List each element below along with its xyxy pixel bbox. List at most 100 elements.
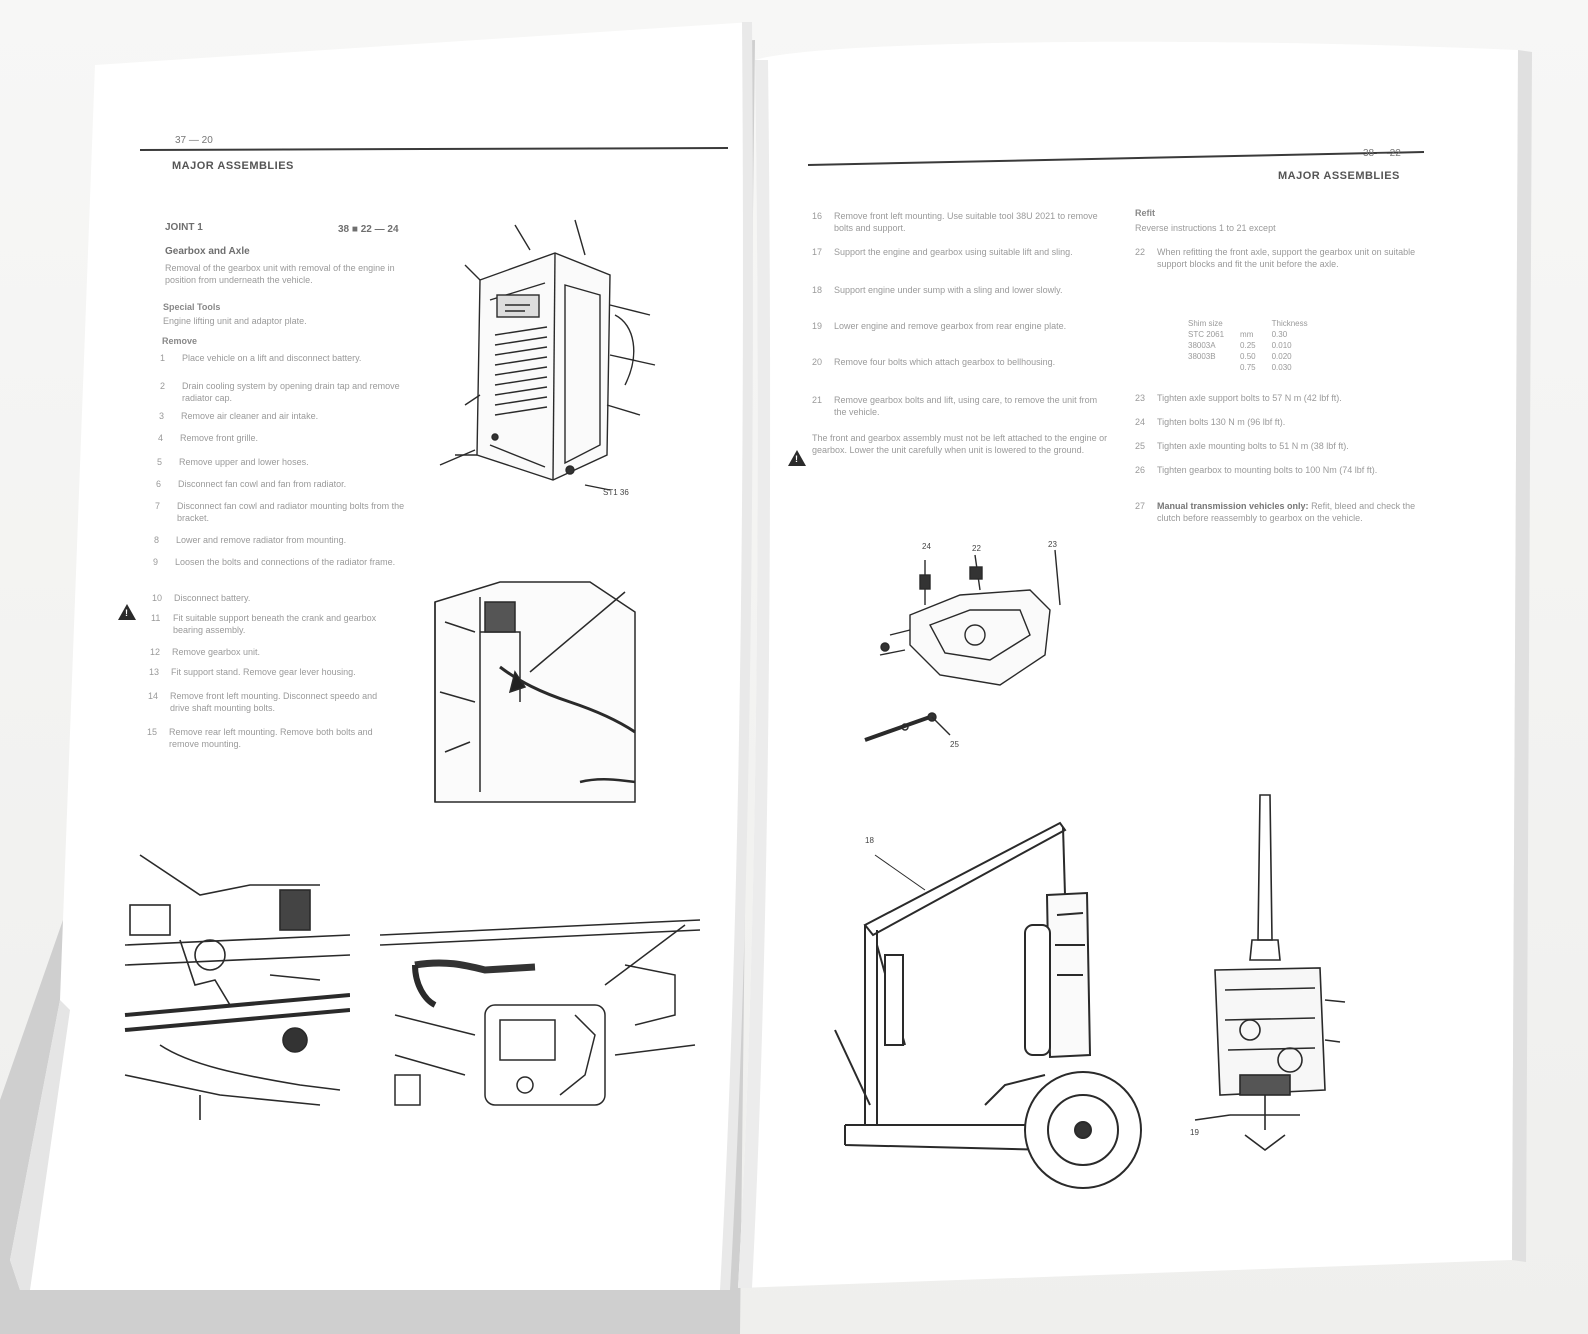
table-row: 38003A 0.25 0.010 (1180, 340, 1316, 351)
step-text: Fit support stand. Remove gear lever hou… (171, 667, 356, 677)
step-number: 25 (1135, 441, 1146, 451)
step-text: Refit, bleed and check the clutch before… (1157, 501, 1416, 523)
callout-label: 19 (1190, 1128, 1199, 1137)
step-item: 11 Fit suitable support beneath the crank… (151, 612, 401, 636)
callout-label: 24 (922, 542, 931, 551)
special-tools-text: Engine lifting unit and adaptor plate. (163, 316, 307, 326)
callout-label: 23 (1048, 540, 1057, 549)
step-text: Tighten axle mounting bolts to 51 N m (3… (1157, 441, 1349, 451)
figure-exploded-mount: 24 22 23 25 (850, 535, 1100, 755)
step-text: Remove front left mounting. Use suitable… (834, 211, 1098, 233)
table-cell: STC 2061 (1188, 330, 1225, 339)
step-number: 3 (159, 411, 165, 421)
refit-heading: Refit (1135, 208, 1155, 218)
step-item: 3 Remove air cleaner and air intake. (159, 410, 409, 422)
step-bold-text: Manual transmission vehicles only: (1157, 501, 1309, 511)
table-row: 0.75 0.030 (1180, 362, 1316, 373)
step-item: 1 Place vehicle on a lift and disconnect … (160, 352, 410, 364)
step-number: 7 (155, 501, 161, 511)
step-number: 27 (1135, 501, 1146, 511)
step-text: Tighten gearbox to mounting bolts to 100… (1157, 465, 1378, 475)
table-cell: mm (1240, 330, 1254, 339)
step-text: Remove rear left mounting. Remove both b… (169, 727, 373, 749)
step-item: 13 Fit support stand. Remove gear lever h… (149, 666, 399, 678)
step-number: 13 (149, 667, 160, 677)
step-number: 20 (812, 357, 823, 367)
table-cell: 0.75 (1240, 363, 1256, 372)
step-item: 19 Lower engine and remove gearbox from r… (812, 320, 1112, 332)
section-ref: 38 ■ 22 — 24 (338, 224, 399, 235)
section-intro: Removal of the gearbox unit with removal… (165, 263, 395, 285)
step-text: Remove four bolts which attach gearbox t… (834, 357, 1056, 367)
step-text: Lower engine and remove gearbox from rea… (834, 321, 1067, 331)
step-number: 26 (1135, 465, 1146, 475)
step-number: 10 (152, 593, 163, 603)
table-row: 38003B 0.50 0.020 (1180, 351, 1316, 362)
step-number: 19 (812, 321, 823, 331)
step-number: 2 (160, 381, 166, 391)
table-row: STC 2061 mm 0.30 (1180, 329, 1316, 340)
left-page: 37 — 20 MAJOR ASSEMBLIES JOINT 1 38 ■ 22… (0, 0, 800, 1334)
shim-table: Shim size Thickness STC 2061 mm 0.30 380… (1180, 318, 1316, 373)
step-number: 22 (1135, 247, 1146, 257)
step-text: Drain cooling system by opening drain ta… (182, 381, 400, 403)
table-cell: 0.25 (1240, 341, 1256, 350)
section-code: JOINT 1 (165, 222, 203, 233)
table-header: Thickness (1271, 319, 1308, 328)
step-number: 18 (812, 285, 823, 295)
step-number: 8 (154, 535, 160, 545)
step-text: Disconnect fan cowl and fan from radiato… (178, 479, 347, 489)
step-text: Tighten bolts 130 N m (96 lbf ft). (1157, 417, 1286, 427)
special-tools-heading: Special Tools (163, 302, 221, 312)
table-cell: 0.030 (1271, 363, 1292, 372)
table-cell: 0.50 (1240, 352, 1256, 361)
step-text: Remove front grille. (180, 433, 259, 443)
step-text: Remove gearbox unit. (172, 647, 261, 657)
step-item: 4 Remove front grille. (158, 432, 408, 444)
step-text: Remove front left mounting. Disconnect s… (170, 691, 378, 713)
warning-text: The front and gearbox assembly must not … (812, 433, 1108, 455)
table-header: Shim size (1188, 319, 1223, 328)
table-cell: 38003B (1188, 352, 1216, 361)
header-title: MAJOR ASSEMBLIES (1278, 170, 1400, 182)
table-cell (1180, 362, 1232, 373)
step-text: Disconnect fan cowl and radiator mountin… (177, 501, 405, 523)
section-title: Gearbox and Axle (165, 246, 250, 257)
table-cell: 0.30 (1271, 330, 1288, 339)
step-text: Tighten axle support bolts to 57 N m (42… (1157, 393, 1342, 403)
step-number: 16 (812, 211, 823, 221)
callout-label: 22 (972, 544, 981, 553)
step-number: 4 (158, 433, 164, 443)
step-text: Place vehicle on a lift and disconnect b… (182, 353, 362, 363)
step-item: 17 Support the engine and gearbox using s… (812, 246, 1112, 258)
step-item: 14 Remove front left mounting. Disconnect… (148, 690, 398, 714)
callout-label: 25 (950, 740, 959, 749)
step-item: 7 Disconnect fan cowl and radiator mounti… (155, 500, 405, 524)
step-number: 23 (1135, 393, 1146, 403)
step-text: Remove air cleaner and air intake. (181, 411, 319, 421)
page-number: 38 — 22 (1363, 148, 1401, 159)
step-text: Remove upper and lower hoses. (179, 457, 309, 467)
warning-icon (788, 450, 806, 466)
step-number: 17 (812, 247, 823, 257)
step-item: 26 Tighten gearbox to mounting bolts to 1… (1135, 464, 1425, 476)
step-text: Fit suitable support beneath the crank a… (173, 613, 377, 635)
step-text: Support the engine and gearbox using sui… (834, 247, 1073, 257)
step-number: 14 (148, 691, 159, 701)
remove-heading: Remove (162, 336, 198, 346)
warning-icon (118, 604, 136, 620)
step-number: 1 (160, 353, 166, 363)
step-item: 23 Tighten axle support bolts to 57 N m (… (1135, 392, 1425, 404)
step-text: Lower and remove radiator from mounting. (176, 535, 347, 545)
step-number: 11 (151, 613, 161, 623)
step-item: 27 Manual transmission vehicles only: Ref… (1135, 500, 1425, 524)
table-header-row: Shim size Thickness (1180, 318, 1316, 329)
figure-engine-crane: 18 (825, 805, 1165, 1205)
